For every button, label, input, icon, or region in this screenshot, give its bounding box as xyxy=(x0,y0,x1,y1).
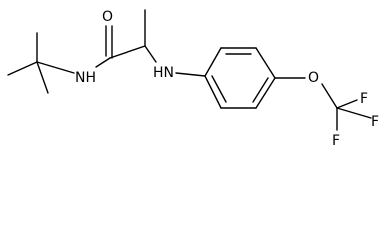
amide-nh-label: NH xyxy=(75,70,96,86)
bond-carbonyl-to-alpha xyxy=(109,45,146,59)
bond-alpha-to-hn xyxy=(144,45,157,63)
bond-nh-to-carbonyl xyxy=(95,57,111,68)
fluorine-top-label: F xyxy=(360,91,368,107)
carbonyl-oxygen-label: O xyxy=(102,9,113,25)
bond-o-to-cf3 xyxy=(321,83,338,109)
ring-bond-1 xyxy=(204,47,222,77)
ring-bond-3 xyxy=(255,47,276,79)
ring-bond-4 xyxy=(255,77,276,109)
bond-cf3-to-f-top xyxy=(336,99,358,109)
bond-tbu-methyl-left xyxy=(7,61,38,76)
ether-oxygen-label: O xyxy=(308,70,319,86)
bond-cf3-to-f-right xyxy=(336,107,372,119)
ring-bond-6 xyxy=(204,75,222,109)
trifluoromethoxy-group xyxy=(274,77,372,131)
amine-hn-label: HN xyxy=(153,65,174,81)
fluorine-bottom-label: F xyxy=(332,133,340,149)
bond-hn-to-ring xyxy=(175,72,206,77)
bond-tbu-to-nh xyxy=(36,61,75,74)
benzene-ring xyxy=(204,47,276,109)
ring-inner-bond-c xyxy=(211,75,227,103)
bond-tbu-methyl-bottom xyxy=(36,61,49,94)
tert-butyl-group xyxy=(7,32,75,94)
alpha-carbon-group xyxy=(144,9,206,77)
amide-group xyxy=(95,25,146,68)
fluorine-right-label: F xyxy=(371,114,379,130)
chemical-structure: O NH HN O F F F xyxy=(7,9,379,149)
ring-inner-bond-b xyxy=(252,77,269,103)
